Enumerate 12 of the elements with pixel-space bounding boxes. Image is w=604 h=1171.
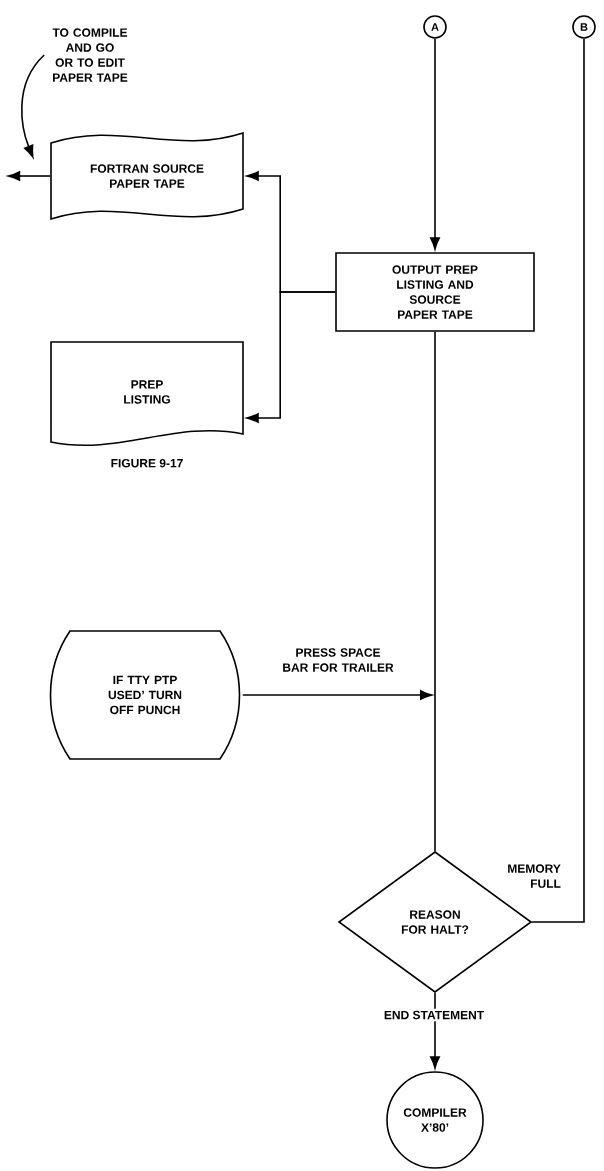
- arrow: [21, 54, 45, 158]
- note-text: TO COMPILE AND GO OR TO EDIT PAPER TAPE: [52, 28, 128, 82]
- process-box: OUTPUT PREP LISTING AND SOURCE PAPER TAPE: [335, 252, 535, 332]
- edge-label: END STATEMENT: [381, 1008, 487, 1022]
- arrow: [246, 291, 336, 423]
- edge-label: PRESS SPACE BAR FOR TRAILER: [283, 648, 394, 672]
- arrow: [430, 38, 440, 250]
- arrow: [242, 690, 433, 700]
- edge-label: MEMORY FULL: [508, 864, 561, 888]
- figure-reference: FIGURE 9-17: [111, 458, 183, 468]
- arrow: [7, 171, 51, 181]
- arrow: [430, 992, 440, 1069]
